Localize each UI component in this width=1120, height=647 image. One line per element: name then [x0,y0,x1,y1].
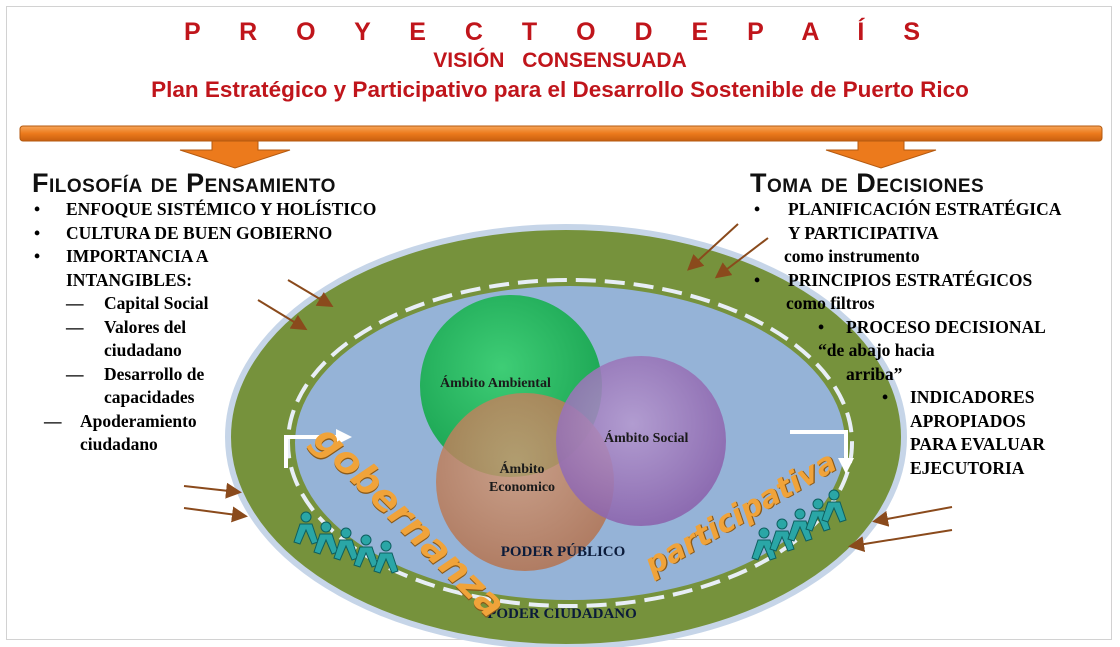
white-arrow-left-icon [284,435,340,468]
left-subitem: capacidades [104,387,195,407]
right-item: •PRINCIPIOS ESTRATÉGICOS [754,269,1033,290]
right-item: como filtros [786,293,875,313]
left-item: •ENFOQUE SISTÉMICO Y HOLÍSTICO [34,199,377,219]
right-subitem: “de abajo hacia [818,340,935,360]
title-plan-estrategico: Plan Estratégico y Participativo para el… [151,77,969,102]
down-arrow-left-icon [179,140,291,169]
people-group-left-icon [293,511,399,574]
label-poder-ciudadano: PODER CIUDADANO [487,606,637,622]
right-list: •PLANIFICACIÓN ESTRATÉGICA Y PARTICIPATI… [750,198,1061,480]
right-subitem: APROPIADOS [910,410,1026,431]
label-poder-publico: PODER PÚBLICO [500,544,626,560]
right-subitem: •INDICADORES [882,387,1035,407]
left-subitem: —Valores del [66,316,187,337]
orange-banner-bar [19,125,1103,142]
left-section-title: Filosofía de Pensamiento [32,168,336,198]
people-group-right-icon [751,489,847,561]
label-ambito-economico-1: Ámbito [499,462,545,477]
left-subitem: —Desarrollo de [66,363,205,384]
circle-ambito-social [556,356,726,526]
left-item: INTANGIBLES: [66,269,193,290]
label-ambito-economico-2: Economico [488,480,556,495]
right-subitem: EJECUTORIA [910,457,1025,478]
title-vision-consensuada: VISIÓN CONSENSUADA [433,49,687,72]
left-subitem: —Capital Social [66,293,209,313]
white-arrow-right-icon [790,430,848,462]
right-subitem: •PROCESO DECISIONAL [818,316,1046,337]
right-item: como instrumento [784,246,920,266]
input-arrows [183,223,953,553]
right-subitem: arriba” [846,363,903,384]
down-arrow-right-icon [825,140,937,169]
left-subitem: ciudadano [104,340,182,360]
left-subitem: —Apoderamiento [44,410,197,431]
left-item: •IMPORTANCIA A [34,246,209,266]
right-item: Y PARTICIPATIVA [788,222,939,243]
left-subitem: ciudadano [80,434,158,454]
label-ambito-ambiental: Ámbito Ambiental [440,376,551,391]
right-subitem: PARA EVALUAR [910,434,1045,454]
title-proyecto-de-pais: P R O Y E C T O D E P A Í S [183,18,936,46]
right-section-title: Toma de Decisiones [750,168,985,198]
left-item: •CULTURA DE BUEN GOBIERNO [34,222,333,243]
label-ambito-social: Ámbito Social [604,431,689,446]
left-list: •ENFOQUE SISTÉMICO Y HOLÍSTICO •CULTURA … [32,198,376,457]
right-item: •PLANIFICACIÓN ESTRATÉGICA [754,199,1062,219]
